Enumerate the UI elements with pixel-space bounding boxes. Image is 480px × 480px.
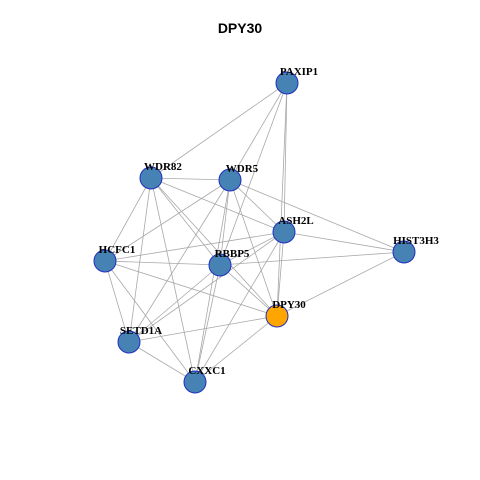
edge-wdr82-wdr5 xyxy=(150,177,231,181)
edge-ash2l-hist3h3 xyxy=(283,231,405,253)
edge-hist3h3-dpy30 xyxy=(276,251,405,317)
edge-wdr82-dpy30 xyxy=(150,177,278,317)
node-ash2l[interactable]: ASH2L xyxy=(272,215,314,244)
node-rbbp5[interactable]: RBBP5 xyxy=(208,248,250,277)
node-circle-cxxc1[interactable] xyxy=(183,370,207,394)
edge-wdr5-setd1a xyxy=(128,179,231,343)
edge-setd1a-cxxc1 xyxy=(128,341,196,383)
node-wdr82[interactable]: WDR82 xyxy=(139,161,182,190)
node-circle-dpy30[interactable] xyxy=(265,304,289,328)
node-circle-wdr82[interactable] xyxy=(139,166,163,190)
edge-wdr5-hist3h3 xyxy=(229,179,405,253)
node-label-wdr82: WDR82 xyxy=(144,161,182,173)
edge-ash2l-dpy30 xyxy=(276,231,285,317)
edge-hcfc1-dpy30 xyxy=(104,260,278,317)
node-label-wdr5: WDR5 xyxy=(226,163,259,175)
edge-wdr82-ash2l xyxy=(150,177,285,233)
edge-ash2l-cxxc1 xyxy=(194,231,285,383)
edge-hcfc1-rbbp5 xyxy=(104,260,221,266)
edge-paxip1-wdr5 xyxy=(229,82,288,181)
edge-ash2l-rbbp5 xyxy=(219,231,285,266)
plot-title: DPY30 xyxy=(217,20,263,36)
edge-rbbp5-setd1a xyxy=(128,264,221,343)
node-paxip1[interactable]: PAXIP1 xyxy=(275,66,318,95)
edge-wdr82-rbbp5 xyxy=(150,177,221,266)
node-label-setd1a: SETD1A xyxy=(120,325,162,337)
node-wdr5[interactable]: WDR5 xyxy=(218,163,259,192)
edge-hcfc1-cxxc1 xyxy=(104,260,196,383)
edge-hist3h3-rbbp5 xyxy=(219,251,405,266)
edge-wdr5-hcfc1 xyxy=(104,179,231,262)
node-cxxc1[interactable]: CXXC1 xyxy=(183,365,226,394)
edge-wdr82-cxxc1 xyxy=(150,177,196,383)
node-circle-hcfc1[interactable] xyxy=(93,249,117,273)
edge-dpy30-cxxc1 xyxy=(194,315,278,383)
node-hcfc1[interactable]: HCFC1 xyxy=(93,244,136,273)
node-label-cxxc1: CXXC1 xyxy=(188,365,225,377)
node-circle-hist3h3[interactable] xyxy=(392,240,416,264)
edge-ash2l-setd1a xyxy=(128,231,285,343)
node-circle-setd1a[interactable] xyxy=(117,330,141,354)
node-circle-rbbp5[interactable] xyxy=(208,253,232,277)
node-label-hcfc1: HCFC1 xyxy=(99,244,136,256)
edge-wdr82-hcfc1 xyxy=(104,177,152,262)
node-label-paxip1: PAXIP1 xyxy=(280,66,318,78)
edge-paxip1-rbbp5 xyxy=(219,82,288,266)
node-setd1a[interactable]: SETD1A xyxy=(117,325,162,354)
edge-rbbp5-dpy30 xyxy=(219,264,278,317)
edge-wdr82-setd1a xyxy=(128,177,152,343)
node-label-ash2l: ASH2L xyxy=(278,215,313,227)
edge-hcfc1-setd1a xyxy=(104,260,130,343)
node-hist3h3[interactable]: HIST3H3 xyxy=(392,235,439,264)
edge-dpy30-setd1a xyxy=(128,315,278,343)
node-dpy30[interactable]: DPY30 xyxy=(265,299,306,328)
edge-layer xyxy=(104,82,405,383)
edge-paxip1-wdr82 xyxy=(150,82,288,179)
edge-paxip1-dpy30 xyxy=(276,82,288,317)
node-label-dpy30: DPY30 xyxy=(272,299,306,311)
node-label-hist3h3: HIST3H3 xyxy=(393,235,439,247)
edge-paxip1-ash2l xyxy=(283,82,288,233)
node-circle-ash2l[interactable] xyxy=(272,220,296,244)
edge-wdr5-ash2l xyxy=(229,179,285,233)
node-label-rbbp5: RBBP5 xyxy=(215,248,250,260)
edge-rbbp5-cxxc1 xyxy=(194,264,221,383)
edge-wdr5-rbbp5 xyxy=(219,179,231,266)
edge-ash2l-hcfc1 xyxy=(104,231,285,262)
node-circle-wdr5[interactable] xyxy=(218,168,242,192)
edge-wdr5-cxxc1 xyxy=(194,179,231,383)
node-circle-paxip1[interactable] xyxy=(275,71,299,95)
